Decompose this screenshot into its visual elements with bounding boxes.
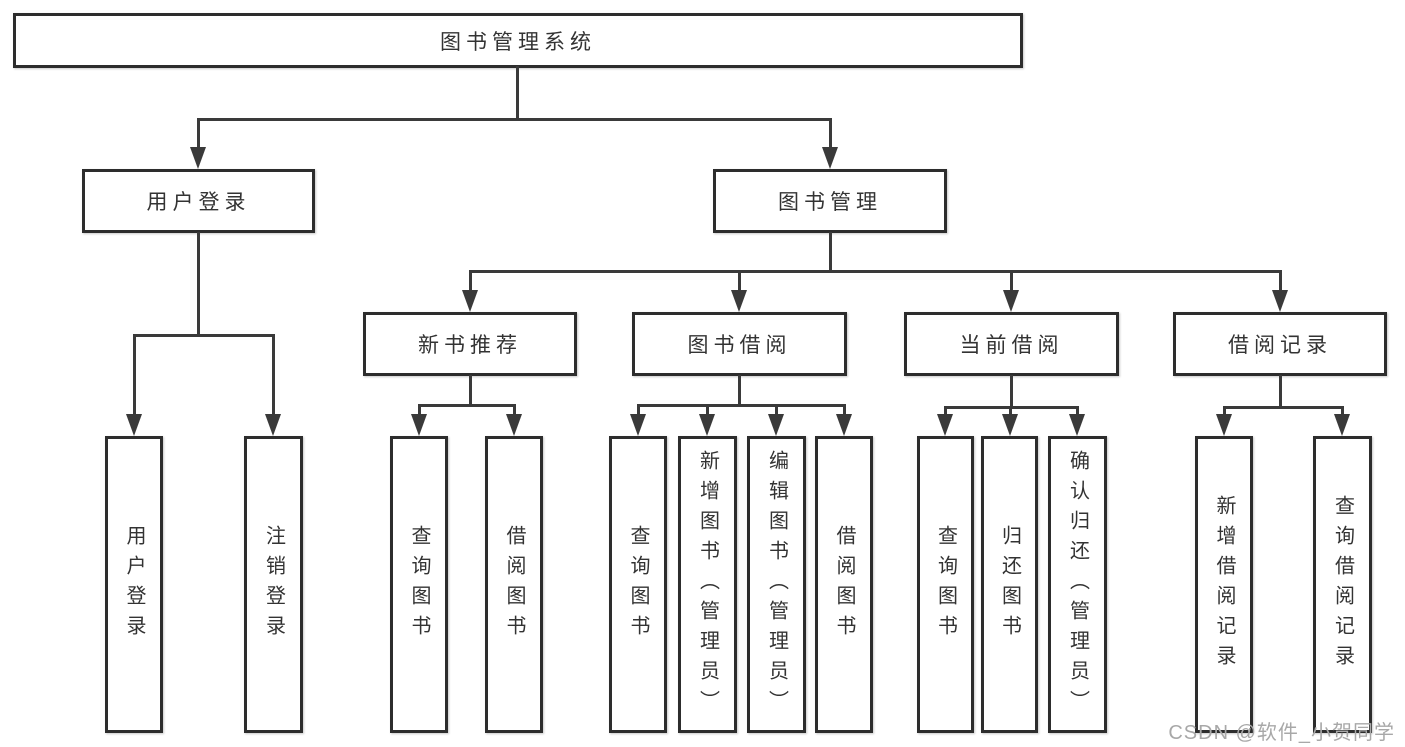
connector-line — [513, 404, 516, 416]
arrowhead-down-icon — [937, 414, 953, 436]
leaf-logout: 注销登录 — [244, 436, 303, 733]
leaf-query-books-1-label: 查询图书 — [408, 524, 430, 645]
connector-line — [469, 375, 472, 407]
connector-line — [133, 334, 275, 337]
arrowhead-down-icon — [462, 290, 478, 312]
leaf-user-login-label: 用户登录 — [123, 524, 145, 645]
node-user-login-label: 用户登录 — [146, 191, 251, 214]
leaf-borrow-books-2: 借阅图书 — [815, 436, 873, 733]
connector-line — [1009, 406, 1012, 416]
connector-line — [197, 118, 200, 148]
leaf-add-book-admin: 新增图书（管理员） — [678, 436, 737, 733]
connector-line — [469, 270, 472, 292]
leaf-return-books-label: 归还图书 — [998, 524, 1021, 645]
node-book-management-label: 图书管理 — [778, 191, 882, 214]
leaf-edit-book-admin: 编辑图书（管理员） — [747, 436, 806, 733]
connector-line — [738, 270, 741, 292]
leaf-query-borrow-record-label: 查询借阅记录 — [1331, 494, 1354, 675]
connector-line — [197, 232, 200, 336]
leaf-query-borrow-record: 查询借阅记录 — [1313, 436, 1372, 733]
arrowhead-down-icon — [411, 414, 427, 436]
connector-line — [944, 406, 947, 416]
node-borrowing-records-label: 借阅记录 — [1228, 334, 1332, 357]
leaf-query-books-3-label: 查询图书 — [934, 524, 957, 645]
leaf-add-borrow-record-label: 新增借阅记录 — [1213, 494, 1235, 675]
arrowhead-down-icon — [731, 290, 747, 312]
leaf-edit-book-admin-label: 编辑图书（管理员） — [765, 449, 788, 720]
arrowhead-down-icon — [822, 147, 838, 169]
connector-line — [516, 66, 519, 119]
connector-line — [637, 404, 845, 407]
connector-line — [133, 334, 136, 416]
connector-line — [1010, 270, 1013, 292]
leaf-add-borrow-record: 新增借阅记录 — [1195, 436, 1253, 733]
connector-line — [1279, 270, 1282, 292]
leaf-borrow-books-1-label: 借阅图书 — [503, 524, 525, 645]
leaf-confirm-return-admin-label: 确认归还（管理员） — [1066, 449, 1089, 720]
arrowhead-down-icon — [836, 414, 852, 436]
leaf-confirm-return-admin: 确认归还（管理员） — [1048, 436, 1107, 733]
node-new-book-recommend-label: 新书推荐 — [418, 334, 522, 357]
node-library-system: 图书管理系统 — [13, 13, 1023, 68]
connector-line — [706, 404, 709, 416]
connector-line — [637, 404, 640, 416]
arrowhead-down-icon — [1002, 414, 1018, 436]
leaf-user-login: 用户登录 — [105, 436, 163, 733]
arrowhead-down-icon — [1272, 290, 1288, 312]
arrowhead-down-icon — [1003, 290, 1019, 312]
watermark: CSDN @软件_小贺同学 — [1168, 722, 1395, 744]
node-current-borrowing: 当前借阅 — [904, 312, 1119, 376]
connector-line — [1279, 375, 1282, 408]
connector-line — [829, 232, 832, 273]
leaf-logout-label: 注销登录 — [262, 524, 285, 645]
arrowhead-down-icon — [265, 414, 281, 436]
node-book-borrowing: 图书借阅 — [632, 312, 847, 376]
arrowhead-down-icon — [1069, 414, 1085, 436]
connector-line — [1076, 406, 1079, 416]
arrowhead-down-icon — [630, 414, 646, 436]
leaf-add-book-admin-label: 新增图书（管理员） — [696, 449, 719, 720]
arrowhead-down-icon — [768, 414, 784, 436]
connector-line — [1341, 406, 1344, 416]
leaf-query-books-3: 查询图书 — [917, 436, 974, 733]
arrowhead-down-icon — [190, 147, 206, 169]
leaf-query-books-1: 查询图书 — [390, 436, 448, 733]
connector-line — [197, 118, 831, 121]
leaf-borrow-books-1: 借阅图书 — [485, 436, 543, 733]
leaf-borrow-books-2-label: 借阅图书 — [833, 524, 855, 645]
connector-line — [1223, 406, 1343, 409]
arrowhead-down-icon — [126, 414, 142, 436]
node-borrowing-records: 借阅记录 — [1173, 312, 1387, 376]
node-book-management: 图书管理 — [713, 169, 947, 233]
connector-line — [738, 375, 741, 407]
leaf-return-books: 归还图书 — [981, 436, 1038, 733]
connector-line — [418, 404, 515, 407]
connector-line — [469, 270, 1281, 273]
node-user-login: 用户登录 — [82, 169, 315, 233]
arrowhead-down-icon — [506, 414, 522, 436]
connector-line — [775, 404, 778, 416]
leaf-query-books-2-label: 查询图书 — [627, 524, 649, 645]
connector-line — [1223, 406, 1226, 416]
connector-line — [829, 118, 832, 148]
connector-line — [1010, 375, 1013, 408]
arrowhead-down-icon — [1216, 414, 1232, 436]
leaf-query-books-2: 查询图书 — [609, 436, 667, 733]
arrowhead-down-icon — [699, 414, 715, 436]
node-book-borrowing-label: 图书借阅 — [687, 334, 792, 357]
arrowhead-down-icon — [1334, 414, 1350, 436]
node-library-system-label: 图书管理系统 — [440, 30, 596, 54]
node-new-book-recommend: 新书推荐 — [363, 312, 577, 376]
connector-line — [843, 404, 846, 416]
connector-line — [418, 404, 421, 416]
node-current-borrowing-label: 当前借阅 — [959, 334, 1064, 357]
connector-line — [272, 334, 275, 416]
